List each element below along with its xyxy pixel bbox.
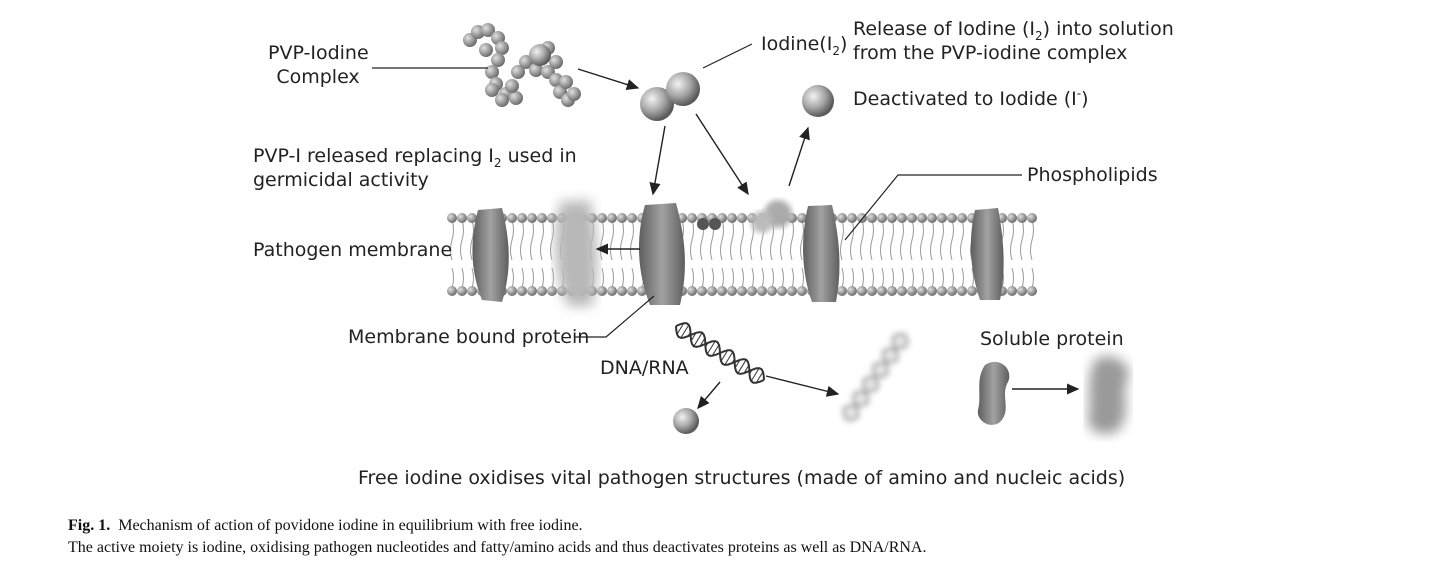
membrane-protein-icon (472, 203, 1004, 305)
dna-rna-label: DNA/RNA (600, 357, 689, 379)
oxidised-protein-icon (555, 200, 598, 306)
soluble-protein-label: Soluble protein (980, 328, 1124, 350)
iodine-label: Iodine(I2) (761, 33, 848, 58)
iodine-ball-icon (673, 408, 699, 434)
pvp-iodine-complex-label: PVP-Iodine Complex (268, 42, 369, 88)
release-label: Release of Iodine (I2) into solution fro… (853, 18, 1174, 64)
deactivated-label: Deactivated to Iodide (I-) (853, 86, 1089, 110)
phospholipids-label: Phospholipids (1027, 164, 1158, 186)
arrows (577, 68, 1080, 410)
figure-caption-body: The active moiety is iodine, oxidising p… (68, 539, 927, 556)
pvpi-released-label: PVP-I released replacing I2 used in germ… (253, 145, 577, 191)
pvp-iodine-complex-icon (463, 23, 581, 107)
pathogen-membrane-icon (447, 200, 1037, 306)
pathogen-membrane-label: Pathogen membrane (253, 239, 453, 261)
denatured-protein-icon (1087, 356, 1129, 434)
bottom-statement: Free iodine oxidises vital pathogen stru… (358, 467, 1126, 489)
membrane-bound-protein-label: Membrane bound protein (348, 326, 590, 348)
leader-lines (372, 43, 1022, 338)
iodine-molecule-icon (640, 72, 700, 121)
iodide-ion-icon (802, 85, 834, 117)
dna-rna-icon (675, 322, 765, 384)
soluble-protein-icon (977, 361, 1010, 425)
oxidised-dna-icon (842, 333, 909, 421)
caption-title: Mechanism of action of povidone iodine i… (118, 517, 583, 534)
figure-number: Fig. 1. (68, 517, 111, 534)
figure-caption-title: Fig. 1. Mechanism of action of povidone … (68, 517, 583, 535)
